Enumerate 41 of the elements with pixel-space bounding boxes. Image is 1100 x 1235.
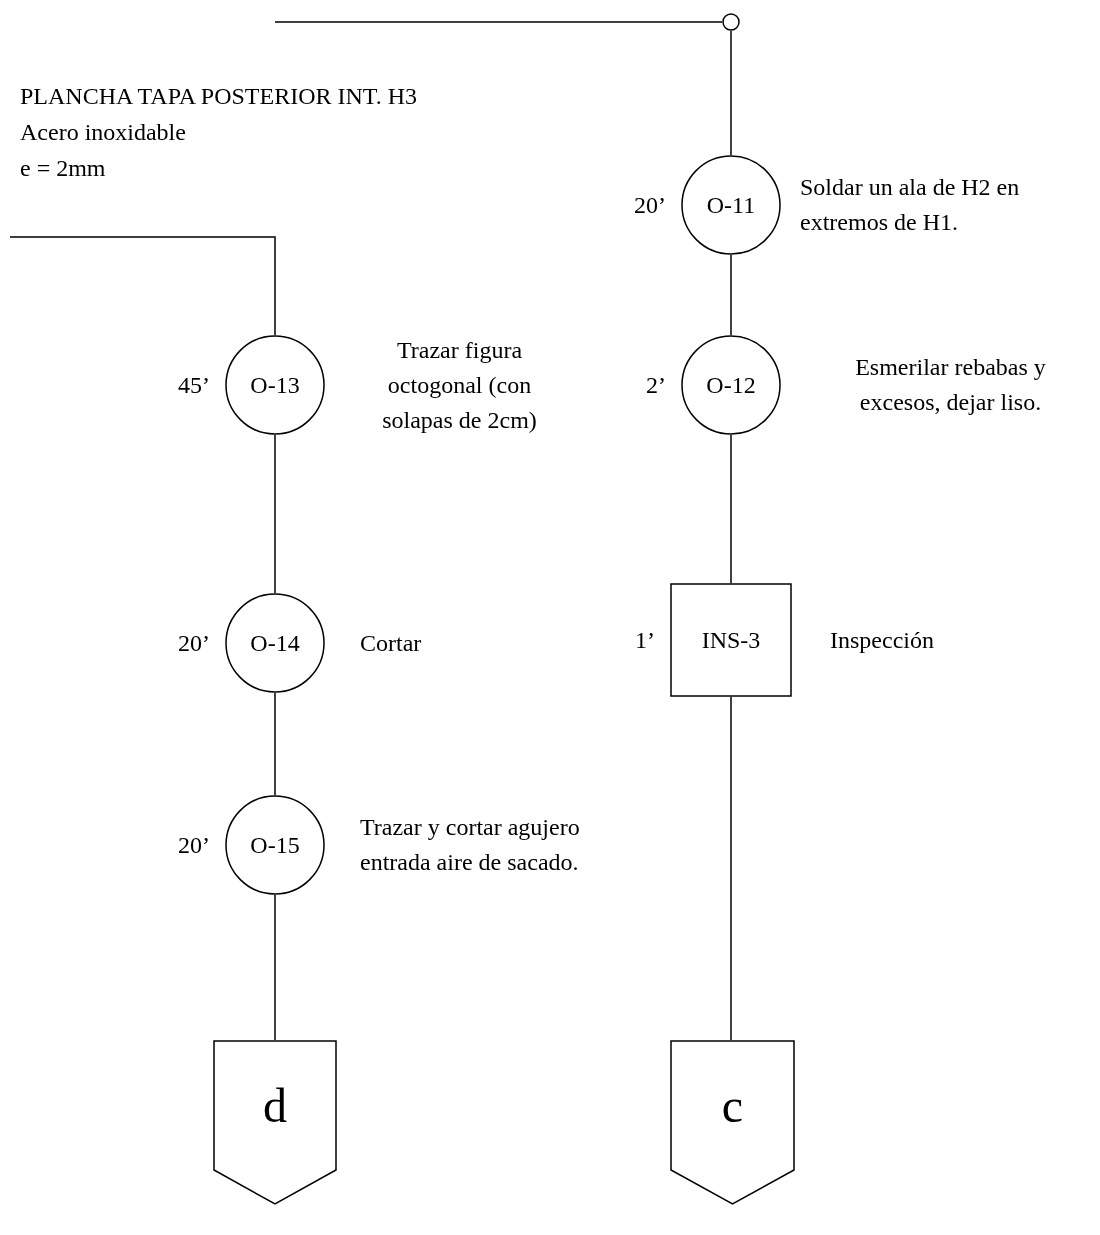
operation-code: d xyxy=(262,1078,288,1134)
connector-line xyxy=(274,894,276,1041)
off-page-connector xyxy=(670,1040,795,1205)
time-label: 20’ xyxy=(177,629,210,658)
connector-line xyxy=(730,30,732,156)
start-circle xyxy=(722,13,740,31)
operation-description: Inspección xyxy=(830,625,935,655)
connector-line xyxy=(274,21,723,23)
time-label: 45’ xyxy=(177,371,210,400)
connector-line xyxy=(274,434,276,594)
connector-line xyxy=(730,696,732,1041)
operation-description: Trazar y cortar agujero entrada aire de sacado. xyxy=(360,813,581,877)
operation-code: O-13 xyxy=(249,371,301,400)
operation-code: O-12 xyxy=(705,371,757,400)
off-page-connector xyxy=(213,1040,337,1205)
connector-line xyxy=(274,692,276,796)
connector-line xyxy=(9,236,276,336)
operation-circle xyxy=(681,155,781,255)
material-label: Acero inoxidable xyxy=(20,119,186,145)
operation-code: O-11 xyxy=(705,191,757,220)
operation-code: INS-3 xyxy=(700,626,762,655)
material-label: PLANCHA TAPA POSTERIOR INT. H3 xyxy=(20,83,418,109)
connector-line xyxy=(730,254,732,336)
material-label: e = 2mm xyxy=(20,155,106,181)
operation-description: Trazar figura octogonal (con solapas de 2cm) xyxy=(381,335,538,435)
operation-description: Soldar un ala de H2 en extremos de H1. xyxy=(800,173,1021,237)
time-label: 20’ xyxy=(633,191,666,220)
operation-code: O-15 xyxy=(249,831,301,860)
time-label: 2’ xyxy=(645,371,666,400)
operation-code: O-14 xyxy=(249,629,301,658)
operation-circle xyxy=(225,335,325,435)
operation-description: Cortar xyxy=(360,628,423,658)
time-label: 20’ xyxy=(177,831,210,860)
operation-circle xyxy=(225,795,325,895)
operation-description: Esmerilar rebabas y excesos, dejar liso. xyxy=(854,353,1047,417)
operation-code: c xyxy=(720,1078,745,1134)
connector-line xyxy=(730,434,732,584)
operation-circle xyxy=(225,593,325,693)
operation-circle xyxy=(681,335,781,435)
time-label: 1’ xyxy=(634,626,655,655)
inspection-square xyxy=(670,583,792,697)
